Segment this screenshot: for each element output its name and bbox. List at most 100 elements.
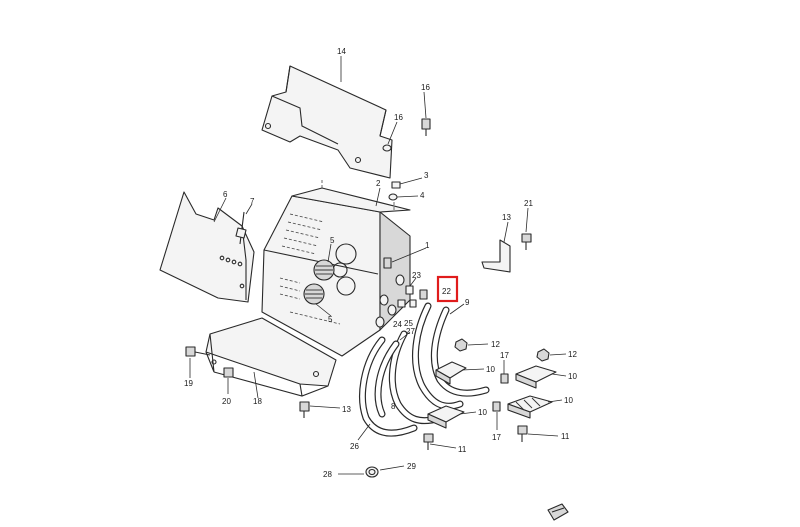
clamp-10d [507,395,553,419]
washer-16 [382,144,392,152]
leader-27 [399,331,411,341]
callout-28: 28 [323,470,332,479]
leader-12b [549,353,567,356]
nut-12a [454,338,468,352]
fitting-25 [409,299,417,308]
callout-12b: 12 [568,350,577,359]
clamp-10c [515,365,557,389]
clamp-10a [435,361,467,385]
callout-14: 14 [337,47,346,56]
callout-19: 19 [184,379,193,388]
leader-10c [551,373,567,377]
leader-16a [423,91,427,119]
callout-21: 21 [524,199,533,208]
callout-4: 4 [420,191,425,200]
leader-10a [461,368,485,371]
leader-13b [309,405,341,409]
callout-22: 22 [442,287,451,296]
vent-grille-lower [279,277,341,325]
bracket-13 [481,239,511,273]
leader-12a [467,343,489,346]
leader-4 [396,195,419,198]
callout-7: 7 [250,197,255,206]
leader-7 [245,203,253,215]
callout-16b: 16 [394,113,403,122]
callout-18: 18 [253,397,262,406]
callout-25: 25 [404,319,413,328]
callout-16a: 16 [421,83,430,92]
bolt-21 [521,233,532,250]
callout-6: 6 [223,190,228,199]
leader-26 [357,423,371,441]
clamp-10b [427,405,465,429]
callout-17b: 17 [492,433,501,442]
leader-3 [399,177,423,185]
fitting-23 [405,285,414,295]
leader-29 [379,465,405,471]
hose-26 [359,336,418,437]
leader-1 [391,247,427,263]
main-housing [261,178,411,357]
leader-23 [409,277,417,287]
leader-5a [327,243,332,263]
leader-11b [527,433,559,437]
bolt-16 [421,118,431,136]
callout-5b: 5 [328,315,333,324]
highlight-box-callout-22[interactable] [436,275,459,303]
page-corner-icon [547,503,569,521]
callout-13b: 13 [342,405,351,414]
leader-5b [315,303,332,317]
callout-12a: 12 [491,340,500,349]
fan-lower [303,283,325,305]
callout-9: 9 [465,298,470,307]
bottom-tray [205,317,337,397]
top-cover-plate [261,65,393,179]
leader-10d [547,399,563,403]
fitting-22 [419,289,428,300]
fitting-24 [397,299,406,308]
callout-11b: 11 [561,432,570,441]
callout-26: 26 [350,442,359,451]
nut-12b [536,348,550,362]
callout-27: 27 [406,327,415,336]
callout-3: 3 [424,171,429,180]
callout-13: 13 [502,213,511,222]
leader-16b [387,121,398,145]
nut-20 [223,367,234,378]
leader-18 [253,371,259,399]
bolt-17a [500,373,509,384]
callout-20: 20 [222,397,231,406]
leader-10b [459,411,477,415]
callout-10b: 10 [478,408,487,417]
clip-3 [391,181,401,189]
hose-clip-29 [365,466,379,478]
leader-6 [213,197,227,223]
callout-2: 2 [376,179,381,188]
side-panel [159,191,255,303]
side-ports [375,257,405,328]
callout-29: 29 [407,462,416,471]
callout-5a: 5 [330,236,335,245]
bolt-19 [185,346,211,357]
callout-17a: 17 [500,351,509,360]
nut-4 [388,193,398,201]
fan-upper [313,259,335,281]
bolt-17b [492,401,501,412]
bolt-11b [517,425,528,442]
hose-9 [411,302,490,410]
vent-grille-upper [281,213,325,255]
callout-1: 1 [425,241,430,250]
callout-11a: 11 [458,445,467,454]
callout-10c: 10 [568,372,577,381]
leader-11a [429,443,457,449]
callout-24: 24 [393,320,402,329]
leader-9 [449,303,465,315]
callout-23: 23 [412,271,421,280]
callout-8: 8 [391,402,396,411]
callout-10a: 10 [486,365,495,374]
callout-10d: 10 [564,396,573,405]
pin-7 [235,211,247,245]
leader-21 [525,207,529,233]
